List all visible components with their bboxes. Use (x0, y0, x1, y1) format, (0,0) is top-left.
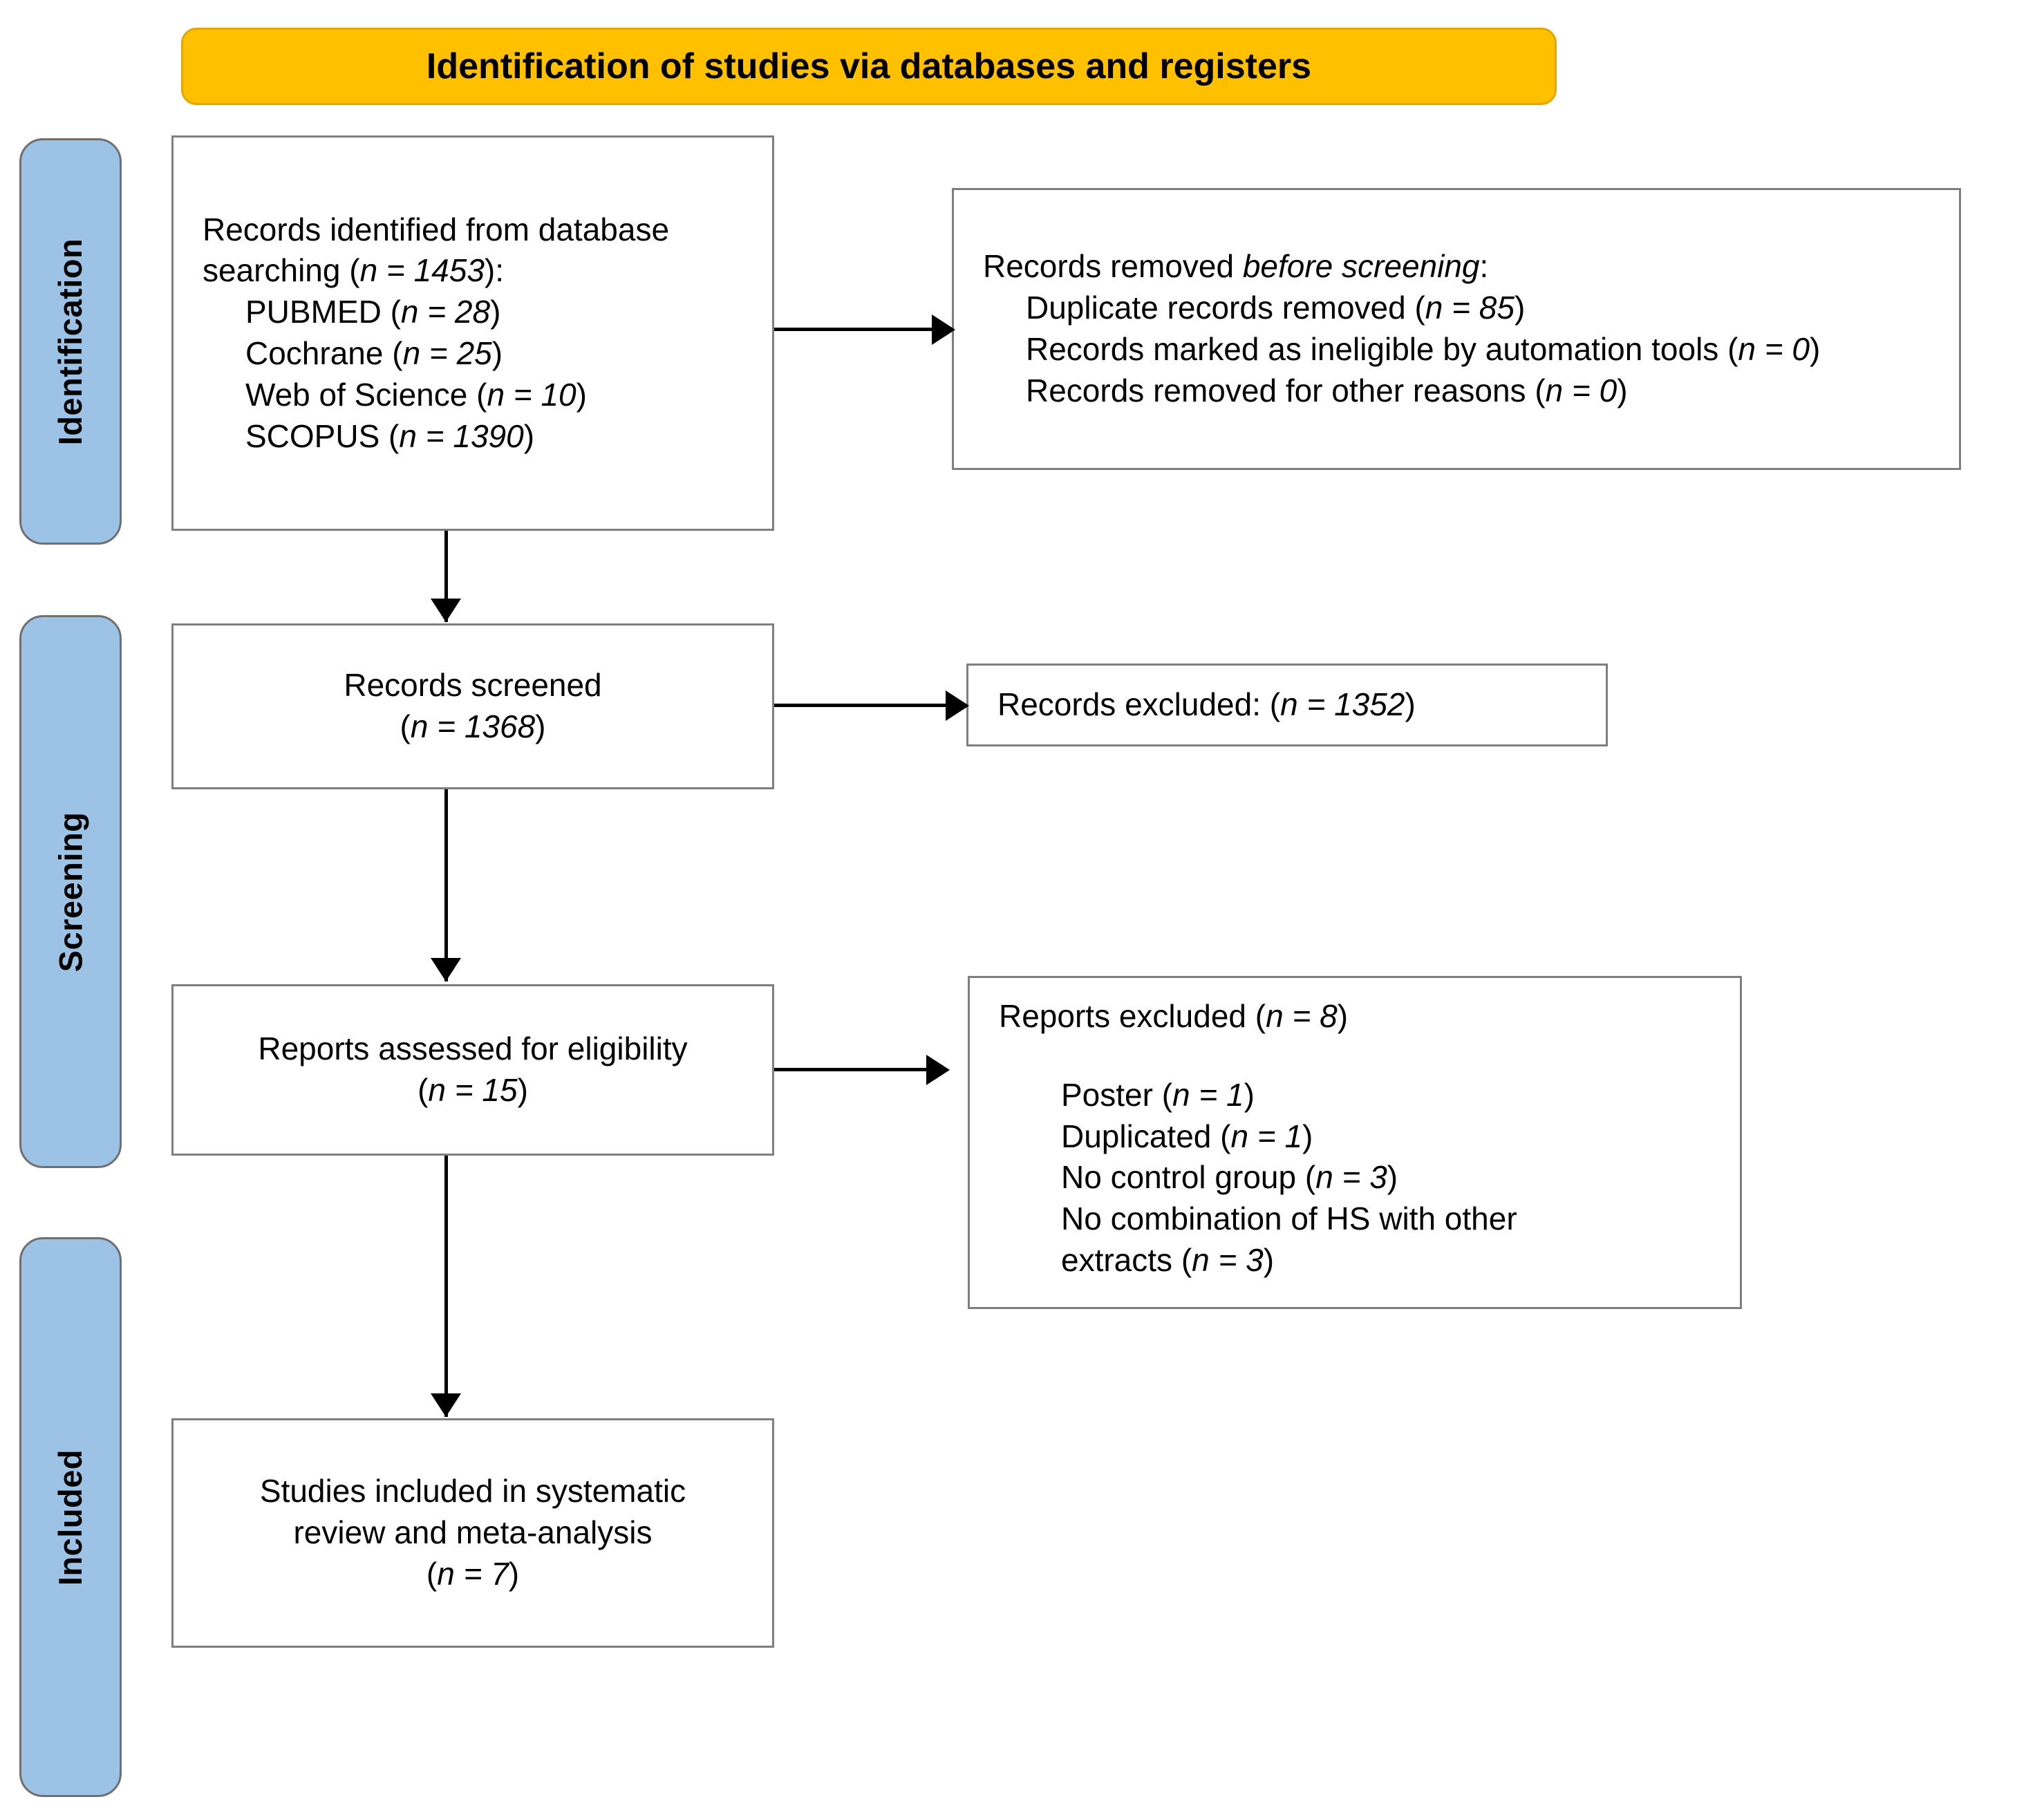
stage-bar-identification: Identification (19, 138, 122, 545)
reports-excluded-poster: Poster (n = 1) (1061, 1076, 1255, 1113)
records-identified-line-cochrane: Cochrane (n = 25) (245, 335, 503, 371)
records-identified-line-wos: Web of Science (n = 10) (245, 376, 587, 413)
arrowhead-identified-to-screened (431, 599, 461, 622)
records-removed-other: Records removed for other reasons (n = 0… (1026, 372, 1628, 408)
diagram-banner: Identification of studies via databases … (181, 28, 1557, 105)
reports-assessed-line-1: Reports assessed for eligibility (258, 1031, 688, 1067)
reports-excluded-heading: Reports excluded (n = 8) (999, 998, 1349, 1034)
connector-identified-to-removed (774, 328, 932, 331)
arrowhead-screened-to-assessed (431, 958, 461, 981)
arrowhead-assessed-to-included (431, 1393, 461, 1417)
connector-screened-to-assessed (444, 789, 448, 981)
records-removed-heading: Records removed before screening: (983, 248, 1489, 285)
studies-included-line-2: review and meta-analysis (293, 1514, 653, 1551)
records-screened-line-2: (n = 1368) (400, 708, 546, 744)
stage-bar-screening: Screening (19, 615, 122, 1168)
connector-assessed-to-included (444, 1156, 448, 1417)
banner-title: Identification of studies via databases … (426, 46, 1312, 86)
arrowhead-assessed-to-excluded (926, 1055, 950, 1085)
connector-identified-to-screened (444, 531, 448, 622)
box-records-identified: Records identified from database searchi… (171, 135, 774, 531)
stage-bar-included: Included (19, 1237, 122, 1797)
box-studies-included: Studies included in systematic review an… (171, 1418, 774, 1648)
records-removed-duplicates: Duplicate records removed (n = 85) (1026, 290, 1526, 326)
records-identified-line-1: Records identified from database (203, 211, 670, 247)
records-identified-line-scopus: SCOPUS (n = 1390) (245, 417, 535, 454)
reports-excluded-no-combination: No combination of HS with other (1061, 1201, 1517, 1237)
stage-label-identification: Identification (52, 238, 89, 445)
arrowhead-identified-to-removed (932, 314, 955, 345)
box-records-excluded: Records excluded: (n = 1352) (966, 664, 1608, 746)
studies-included-line-1: Studies included in systematic (259, 1473, 686, 1510)
records-identified-line-pubmed: PUBMED (n = 28) (245, 294, 501, 330)
reports-excluded-duplicated: Duplicated (n = 1) (1061, 1118, 1313, 1154)
box-records-removed: Records removed before screening: Duplic… (952, 188, 1961, 470)
stage-label-screening: Screening (52, 811, 89, 972)
box-reports-excluded: Reports excluded (n = 8) Poster (n = 1) … (968, 976, 1742, 1309)
arrowhead-screened-to-excluded (946, 690, 969, 721)
reports-excluded-no-control: No control group (n = 3) (1061, 1159, 1398, 1196)
reports-assessed-line-2: (n = 15) (418, 1072, 528, 1108)
reports-excluded-extracts: extracts (n = 3) (1061, 1241, 1275, 1278)
box-records-screened: Records screened (n = 1368) (171, 623, 774, 789)
studies-included-line-3: (n = 7) (426, 1555, 520, 1592)
records-identified-line-2: searching (n = 1453): (203, 252, 505, 289)
connector-assessed-to-excluded (774, 1068, 926, 1071)
box-reports-assessed: Reports assessed for eligibility (n = 15… (171, 984, 774, 1156)
connector-screened-to-excluded (774, 704, 946, 707)
records-removed-automation: Records marked as ineligible by automati… (1026, 331, 1821, 367)
stage-label-included: Included (52, 1449, 89, 1586)
records-screened-line-1: Records screened (344, 667, 602, 704)
records-excluded-line: Records excluded: (n = 1352) (997, 686, 1416, 723)
